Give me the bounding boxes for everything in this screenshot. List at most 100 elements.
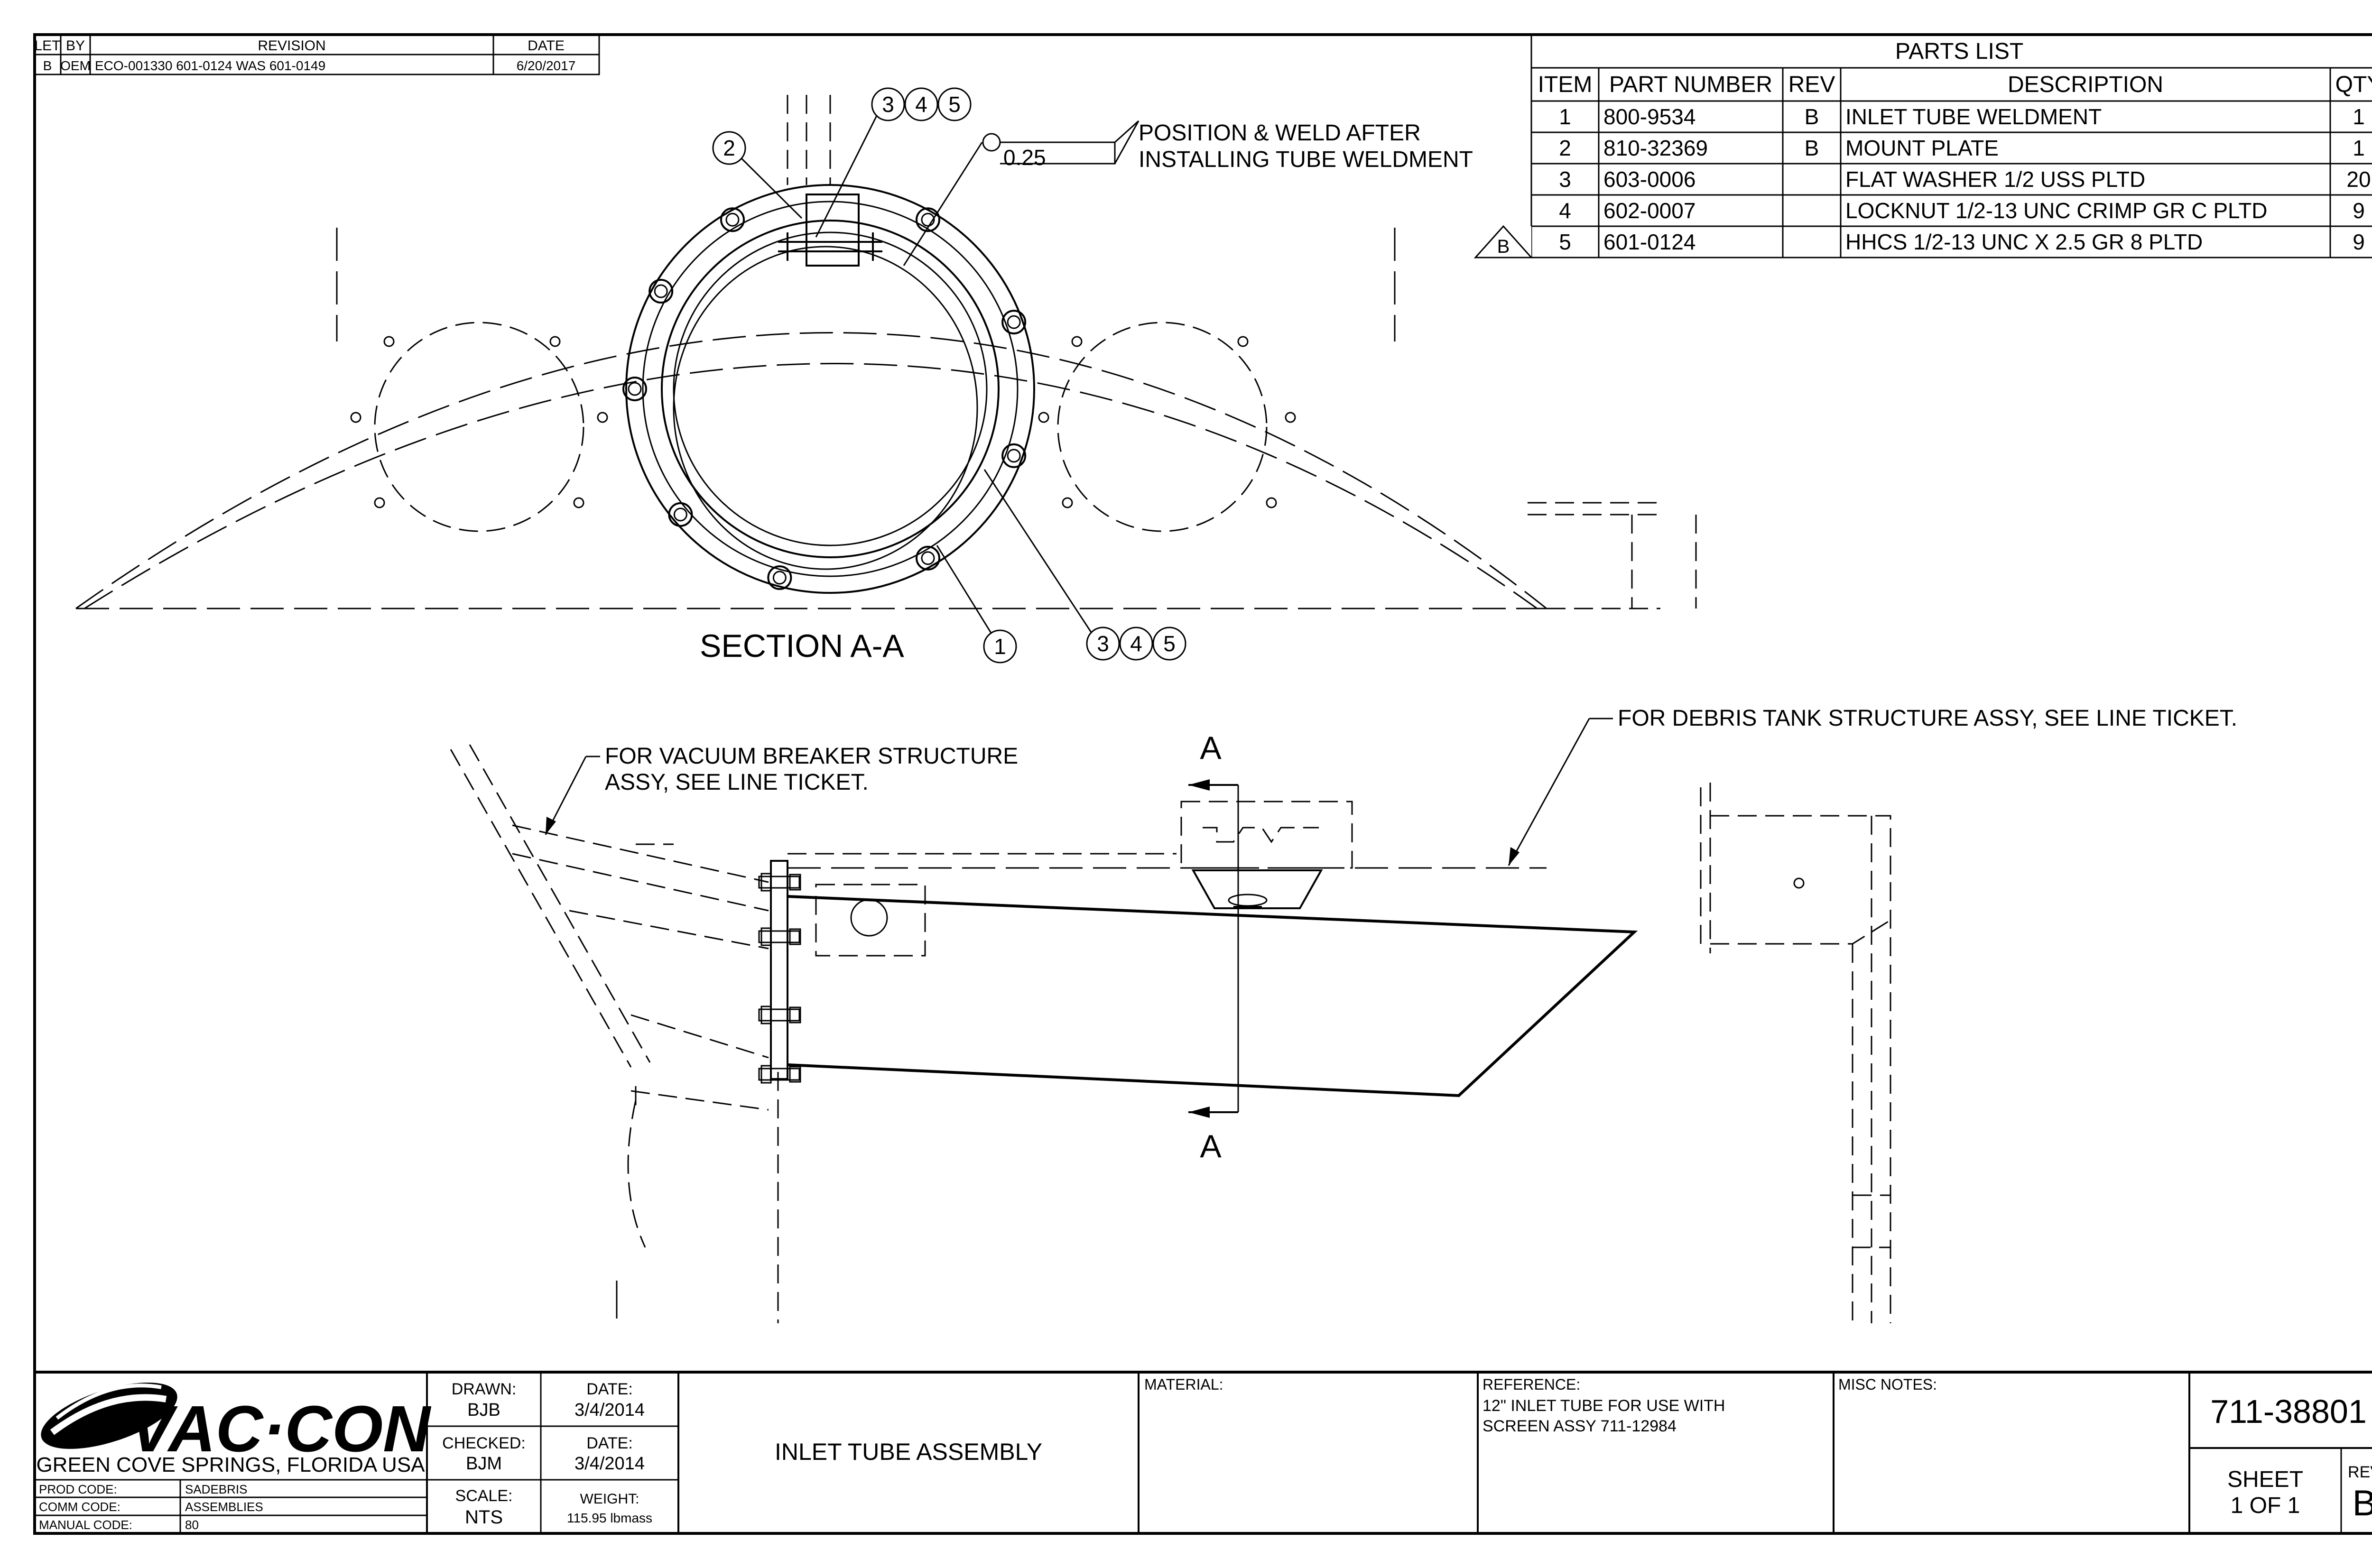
drawn-date-label: DATE: xyxy=(586,1380,633,1398)
flange-bolt xyxy=(720,207,745,232)
left-port-hidden xyxy=(374,322,584,532)
weight-label: WEIGHT: xyxy=(580,1491,639,1507)
parts-header-description: DESCRIPTION xyxy=(2008,72,2163,97)
title-block: VAC·CON GREEN COVE SPRINGS, FLORIDA USA … xyxy=(35,1371,2372,1533)
logo-wordmark: VAC·CON xyxy=(130,1393,432,1466)
balloon-item-4-top: 4 xyxy=(915,92,927,117)
vaccon-logo: VAC·CON xyxy=(41,1383,432,1466)
balloon-item-5-top: 5 xyxy=(948,92,961,117)
drawn-by: BJB xyxy=(467,1400,500,1420)
rev-label: REV xyxy=(2348,1463,2372,1481)
weld-note-line1: POSITION & WELD AFTER xyxy=(1139,120,1421,146)
section-a-a-view: 3 4 5 2 0.25 POSITION & WELD AFTER INSTA… xyxy=(75,87,1697,664)
balloon-item-1: 1 xyxy=(936,545,1017,664)
rev-header-revision: REVISION xyxy=(258,38,325,54)
side-bolt xyxy=(758,1005,801,1024)
parts-row-3-part-number: 603-0006 xyxy=(1603,167,1696,192)
drawing-number: 711-38801 xyxy=(2210,1393,2367,1430)
rev-letter: B xyxy=(43,58,52,73)
rev-header-let: LET xyxy=(34,38,60,54)
side-bolt xyxy=(758,1065,801,1084)
checked-date: 3/4/2014 xyxy=(574,1454,645,1474)
parts-row-2-part-number: 810-32369 xyxy=(1603,136,1708,160)
inlet-tube xyxy=(661,220,1000,558)
reference-label: REFERENCE: xyxy=(1482,1376,1580,1393)
rev-value: B xyxy=(2353,1483,2372,1523)
side-clamp-bracket xyxy=(1191,869,1323,909)
parts-row-2-rev: B xyxy=(1805,136,1819,160)
balloon-item-3-top: 3 xyxy=(882,92,894,117)
reference-line2: SCREEN ASSY 711-12984 xyxy=(1482,1417,1677,1435)
parts-row-2-item: 2 xyxy=(1559,136,1571,160)
rev-date: 6/20/2017 xyxy=(517,58,576,73)
parts-row-1-qty: 1 xyxy=(2353,104,2365,129)
parts-row-4-qty: 9 xyxy=(2353,198,2365,223)
checked-date-label: DATE: xyxy=(586,1434,633,1452)
drawn-label: DRAWN: xyxy=(452,1380,517,1398)
flange-bolt xyxy=(1001,443,1027,468)
misc-notes-label: MISC NOTES: xyxy=(1838,1376,1937,1393)
revision-block: LET BY REVISION DATE B OEM ECO-001330 60… xyxy=(34,34,600,75)
prod-code: SADEBRIS xyxy=(185,1482,248,1496)
parts-row-3-qty: 20 xyxy=(2346,167,2371,192)
parts-row-1-description: INLET TUBE WELDMENT xyxy=(1845,104,2102,129)
parts-row-2-description: MOUNT PLATE xyxy=(1845,136,1999,160)
balloon-item-1-label: 1 xyxy=(994,634,1006,659)
parts-row-5-item: 5 xyxy=(1559,230,1571,254)
sheet-label: SHEET xyxy=(2227,1467,2303,1492)
manual-code-label: MANUAL CODE: xyxy=(39,1518,132,1532)
flange-bolt xyxy=(622,377,647,401)
checked-label: CHECKED: xyxy=(442,1434,526,1452)
balloon-item-4-bottom: 4 xyxy=(1130,631,1142,656)
weld-callout: 0.25 POSITION & WELD AFTER INSTALLING TU… xyxy=(903,120,1473,266)
parts-header-rev: REV xyxy=(1788,72,1835,97)
note-vacuum-breaker-line1: FOR VACUUM BREAKER STRUCTURE xyxy=(605,744,1018,769)
weld-note-line2: INSTALLING TUBE WELDMENT xyxy=(1139,147,1473,172)
side-elevation-view: A A FOR VACUUM BREAKER STRUCTURE ASSY, S… xyxy=(450,706,2237,1323)
note-debris-tank: FOR DEBRIS TANK STRUCTURE ASSY, SEE LINE… xyxy=(1618,706,2237,731)
right-port-hidden xyxy=(1057,322,1268,532)
flange-bolt xyxy=(767,565,792,590)
section-title: SECTION A-A xyxy=(700,628,904,664)
parts-row-3-item: 3 xyxy=(1559,167,1571,192)
parts-list: PARTS LIST ITEM PART NUMBER REV DESCRIPT… xyxy=(1473,34,2372,258)
section-label-bottom: A xyxy=(1200,1128,1222,1164)
parts-header-item: ITEM xyxy=(1538,72,1593,97)
drawing-title: INLET TUBE ASSEMBLY xyxy=(775,1439,1042,1465)
sheet-number: 1 OF 1 xyxy=(2231,1493,2300,1518)
flange-bolt xyxy=(916,545,940,571)
parts-row-4-part-number: 602-0007 xyxy=(1603,198,1696,223)
note-vacuum-breaker-line2: ASSY, SEE LINE TICKET. xyxy=(605,770,869,795)
parts-row-2-qty: 1 xyxy=(2353,136,2365,160)
flange-bolt xyxy=(1001,310,1027,335)
material-label: MATERIAL: xyxy=(1144,1376,1223,1393)
parts-header-qty: QTY xyxy=(2335,72,2372,97)
parts-row-1-item: 1 xyxy=(1559,104,1571,129)
rev-by: OEM xyxy=(60,58,91,73)
flange-bolt xyxy=(668,502,693,527)
parts-row-4-description: LOCKNUT 1/2-13 UNC CRIMP GR C PLTD xyxy=(1845,198,2268,223)
section-label-top: A xyxy=(1200,730,1222,766)
manual-code: 80 xyxy=(185,1518,199,1532)
parts-header-part-number: PART NUMBER xyxy=(1609,72,1772,97)
comm-code-label: COMM CODE: xyxy=(39,1500,120,1514)
parts-row-5-qty: 9 xyxy=(2353,230,2365,254)
rev-header-by: BY xyxy=(66,38,85,54)
sheet-border xyxy=(33,33,2372,1535)
comm-code: ASSEMBLIES xyxy=(185,1500,263,1514)
scale-value: NTS xyxy=(465,1507,503,1528)
reference-line1: 12" INLET TUBE FOR USE WITH xyxy=(1482,1397,1725,1415)
side-bolt xyxy=(758,873,801,892)
parts-row-5-description: HHCS 1/2-13 UNC X 2.5 GR 8 PLTD xyxy=(1845,230,2203,254)
balloon-item-3-bottom: 3 xyxy=(1097,631,1109,656)
company-location: GREEN COVE SPRINGS, FLORIDA USA xyxy=(36,1453,425,1476)
balloon-group-bottom: 3 4 5 xyxy=(983,469,1186,661)
checked-by: BJM xyxy=(466,1454,502,1474)
inlet-tube-side xyxy=(787,895,1638,1098)
flange-bolt xyxy=(649,279,674,304)
side-bolt xyxy=(758,927,801,946)
side-mount-plate xyxy=(770,860,788,1080)
rev-flag: B xyxy=(1497,236,1510,257)
